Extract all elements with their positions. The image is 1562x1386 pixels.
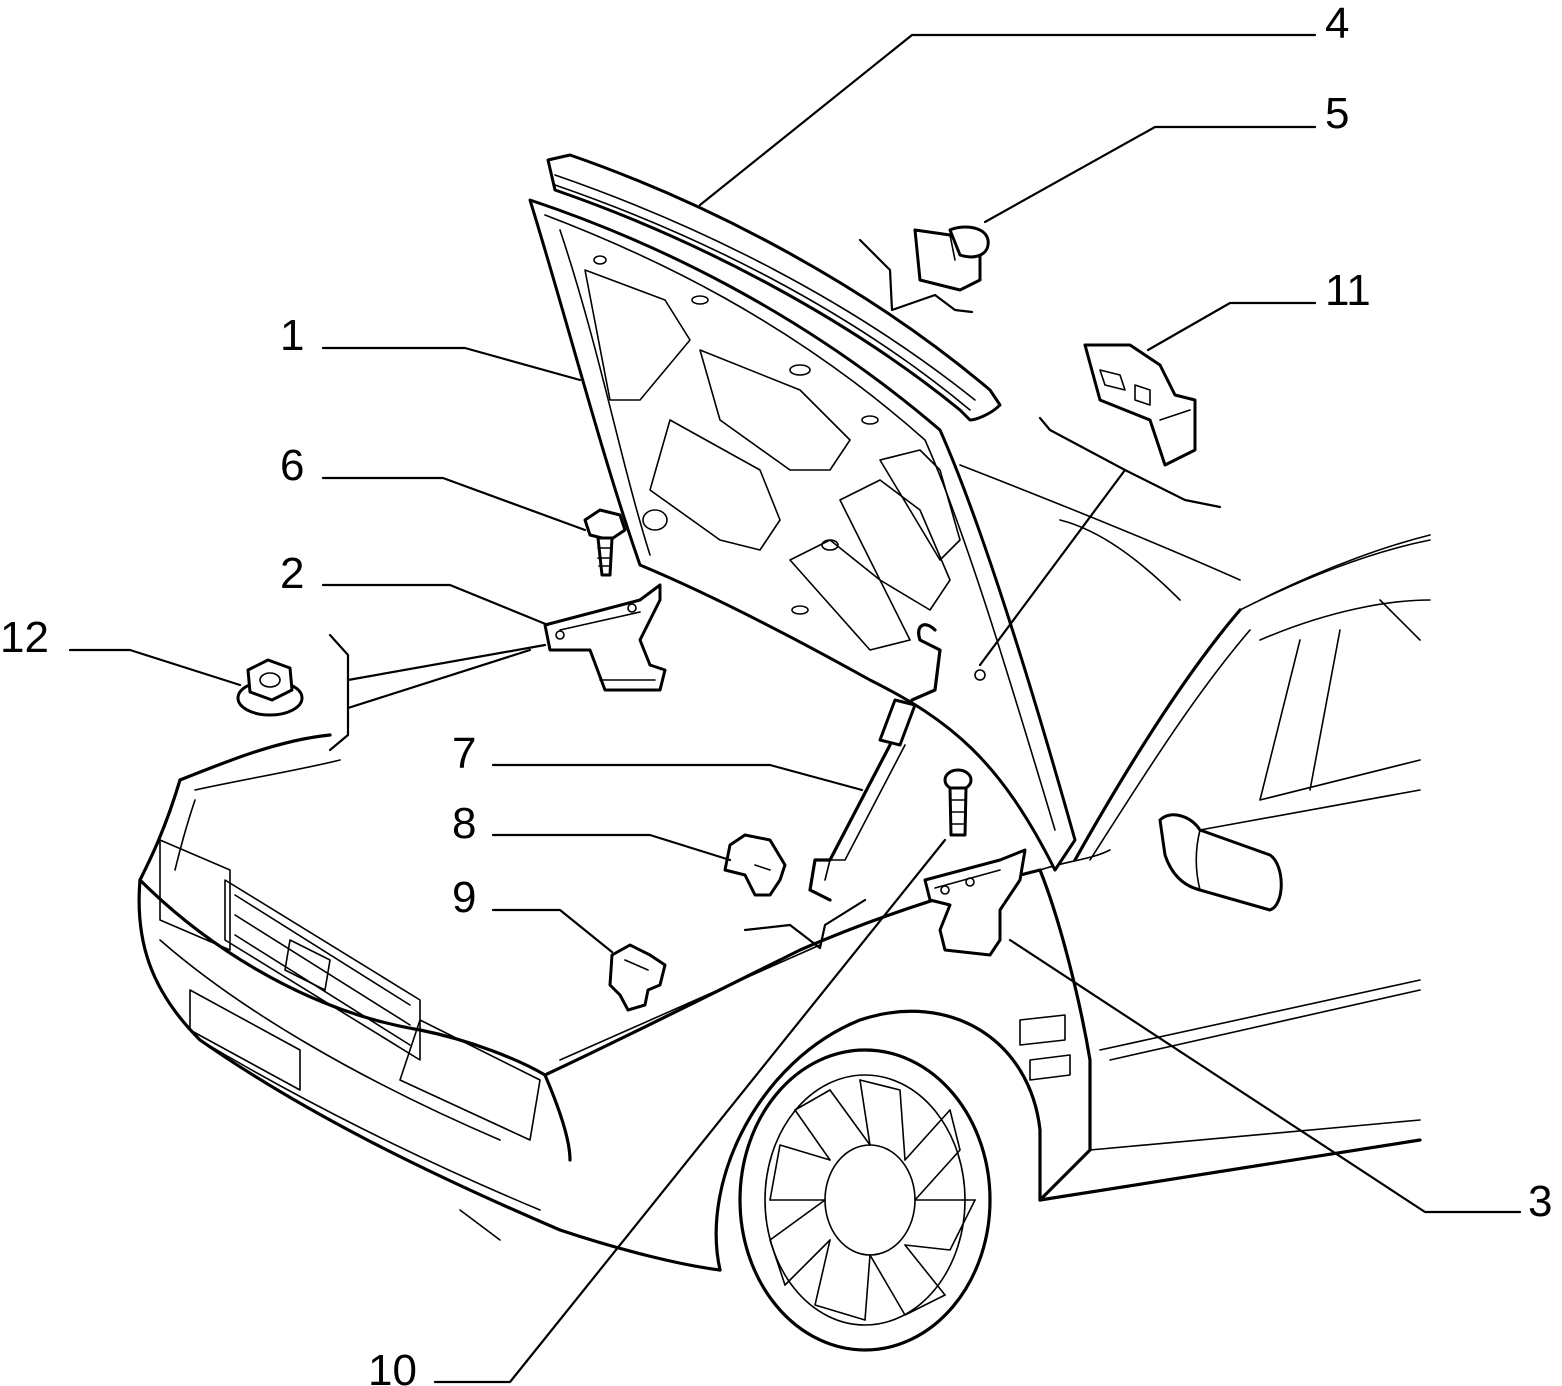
car-body (137, 464, 1431, 1352)
callout-10: 10 (368, 1346, 417, 1386)
callout-12: 12 (0, 613, 49, 662)
part-7-prop-rod (808, 623, 942, 902)
leader-lines (68, 33, 1522, 1384)
callout-3: 3 (1528, 1177, 1552, 1226)
callout-2: 2 (280, 549, 304, 598)
part-2-hinge-left (543, 583, 667, 692)
callout-1: 1 (280, 311, 304, 360)
part-8-rod-clip (723, 833, 787, 897)
callout-11: 11 (1325, 266, 1371, 315)
part-5-bumper-stop (913, 225, 990, 292)
part-6-bolt (583, 508, 627, 577)
callout-4: 4 (1325, 0, 1349, 48)
part-9-clip (608, 943, 667, 1012)
callout-6: 6 (280, 441, 304, 490)
part-12-flange-nut (236, 658, 304, 717)
callout-7: 7 (452, 729, 476, 778)
part-10-screw (943, 768, 973, 837)
callout-9: 9 (452, 873, 476, 922)
callout-5: 5 (1325, 89, 1349, 138)
bonnet-panel (528, 153, 1077, 872)
part-11-lock-latch (1083, 343, 1197, 467)
callout-8: 8 (452, 799, 476, 848)
part-3-hinge-right (923, 848, 1027, 957)
